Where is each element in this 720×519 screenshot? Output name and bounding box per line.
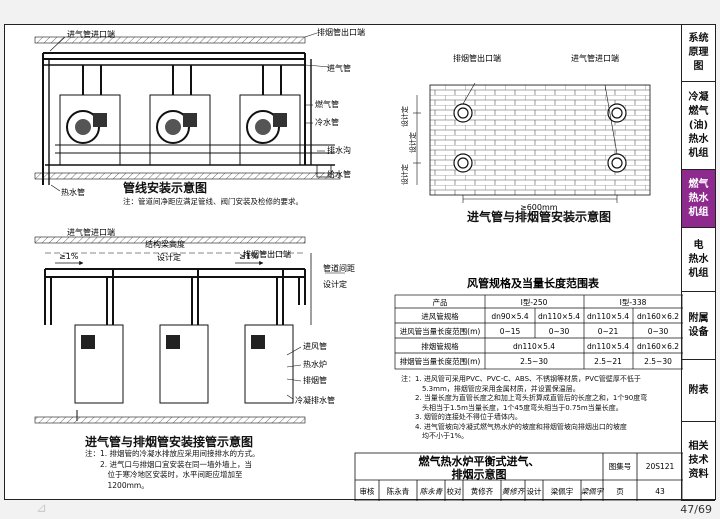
sidebar-tab[interactable]: 电 热水 机组 bbox=[682, 228, 715, 292]
sidebar-tab[interactable]: 附属 设备 bbox=[682, 292, 715, 360]
label-drain: 排水沟 bbox=[327, 145, 351, 155]
row-label: 排烟管当量长度范围(m) bbox=[400, 356, 481, 366]
sidebar-tab-label: 系统 原理 图 bbox=[688, 33, 709, 72]
label-inlet-end-2: 进气管进口端 bbox=[571, 53, 619, 63]
table-cell: dn90×5.4 bbox=[491, 312, 528, 321]
label-supply-water: 给水管 bbox=[327, 169, 351, 179]
drawing-canvas: 进气管进口端 排烟管出口端 进气管 燃气管 冷水管 排水沟 给水管 热水管 bbox=[34, 27, 683, 501]
reviewer-name: 陈永青 bbox=[387, 486, 410, 496]
label-exhaust-out-2: 排烟管出口端 bbox=[453, 53, 501, 63]
reviewer-signature: 陈永青 bbox=[420, 487, 444, 496]
designer-name: 梁佩宇 bbox=[551, 486, 574, 496]
label-exhaust-pipe: 排烟管 bbox=[303, 375, 327, 385]
table-cell: 2.5~30 bbox=[520, 357, 548, 366]
table-cell: dn160×6.2 bbox=[637, 312, 679, 321]
fig3-title: 进气管与排烟管安装接管示意图 bbox=[85, 435, 254, 449]
label-cold-water: 冷水管 bbox=[315, 117, 339, 127]
table-cell: 0~21 bbox=[598, 327, 619, 336]
label-pipe-spacing: 管道间距 bbox=[323, 263, 355, 273]
boiler-unit bbox=[239, 65, 301, 166]
fig2-title: 进气管与排烟管安装示意图 bbox=[467, 210, 612, 224]
page-counter: 47/69 bbox=[680, 503, 712, 516]
page-number: 43 bbox=[655, 487, 665, 496]
table-cell: 0~15 bbox=[500, 327, 521, 336]
section-sidebar: 系统 原理 图冷凝 燃气 (油) 热水 机组燃气 热水 机组电 热水 机组附属 … bbox=[681, 25, 715, 501]
label-inlet-end-3: 进气管进口端 bbox=[67, 227, 115, 237]
fig3-notes: 注：1. 排烟管的冷凝水排放应采用间接排水的方式。 2. 进气口与排烟口宜安装在… bbox=[85, 449, 260, 490]
sidebar-tab[interactable]: 燃气 热水 机组 bbox=[682, 170, 715, 228]
checker-signature: 黄修齐 bbox=[502, 487, 526, 496]
fig1-pipeline-installation: 进气管进口端 排烟管出口端 进气管 燃气管 冷水管 排水沟 给水管 热水管 bbox=[34, 27, 365, 197]
label-inlet-duct: 进风管 bbox=[303, 341, 327, 351]
table-cell: dn110×5.4 bbox=[587, 342, 629, 351]
fig2-wall-openings: 设计定 设计定 设计定 ≥600mm 排烟管出口端 进气管进口端 bbox=[400, 53, 651, 212]
table-cell: dn110×5.4 bbox=[538, 312, 580, 321]
fig1-title: 管线安装示意图 bbox=[123, 181, 208, 195]
sidebar-tab-label: 相关 技术 资料 bbox=[688, 441, 709, 480]
label-beam-height: 结构梁高度 bbox=[145, 239, 185, 249]
label-design: 设计定 bbox=[157, 252, 181, 262]
label-exhaust-out: 排烟管出口端 bbox=[317, 27, 365, 37]
sidebar-tab-label: 电 热水 机组 bbox=[688, 239, 709, 279]
label-design-3: 设计定 bbox=[400, 164, 409, 185]
table-title: 风管规格及当量长度范围表 bbox=[467, 276, 600, 290]
table-cell: 0~30 bbox=[549, 327, 570, 336]
label-design-2: 设计定 bbox=[408, 132, 417, 153]
fig1-note: 注：管道间净距应满足管线、阀门安装及检修的要求。 bbox=[123, 197, 303, 206]
label-slope-1: ≥1% bbox=[59, 252, 79, 261]
sidebar-tab[interactable]: 相关 技术 资料 bbox=[682, 422, 715, 501]
sidebar-tab-label: 燃气 热水 机组 bbox=[688, 178, 709, 218]
label-design-b: 设计定 bbox=[323, 279, 347, 289]
th-product: 产品 bbox=[433, 297, 448, 307]
boiler-unit bbox=[59, 65, 121, 166]
table-cell: 2.5~30 bbox=[644, 357, 672, 366]
sidebar-tab[interactable]: 系统 原理 图 bbox=[682, 25, 715, 82]
drawing-sheet: 进气管进口端 排烟管出口端 进气管 燃气管 冷水管 排水沟 给水管 热水管 bbox=[4, 24, 716, 501]
check-label: 校对 bbox=[447, 486, 462, 496]
boiler-unit bbox=[149, 65, 211, 166]
fig3-connection-diagram: 进气管进口端 结构梁高度 设计定 排烟管出口端 管道间距 设计定 ≥1% ≥1%… bbox=[34, 227, 355, 424]
label-dim-600: ≥600mm bbox=[520, 203, 558, 212]
review-label: 审核 bbox=[360, 486, 375, 496]
heater-unit bbox=[74, 269, 124, 421]
atlas-label: 图集号 bbox=[609, 461, 632, 471]
table-notes: 注：1. 进风管可采用PVC、PVC-C、ABS、不锈钢等材质，PVC管壁厚不低… bbox=[401, 375, 648, 440]
table-cell: 0~30 bbox=[648, 327, 669, 336]
label-hot-water: 热水管 bbox=[61, 187, 85, 197]
row-label: 排烟管规格 bbox=[421, 341, 459, 351]
title-block: 燃气热水炉平衡式进气、 排烟示意图 图集号 20S121 审核 陈永青 陈永青 … bbox=[354, 452, 683, 501]
table-cell: dn110×5.4 bbox=[587, 312, 629, 321]
label-design-1: 设计定 bbox=[400, 106, 409, 127]
design-label: 设计 bbox=[527, 486, 542, 496]
th-type-250: I型-250 bbox=[521, 298, 548, 307]
title-line-2: 排烟示意图 bbox=[452, 467, 507, 481]
label-condensate: 冷凝排水管 bbox=[295, 395, 335, 405]
label-heater: 热水炉 bbox=[303, 359, 327, 369]
checker-name: 黄修齐 bbox=[471, 486, 494, 496]
table-cell: 2.5~21 bbox=[594, 357, 622, 366]
heater-unit bbox=[159, 269, 209, 404]
designer-signature: 梁佩宇 bbox=[581, 487, 605, 496]
page-label: 页 bbox=[616, 487, 624, 496]
label-inlet-end: 进气管进口端 bbox=[67, 29, 115, 39]
title-line-1: 燃气热水炉平衡式进气、 bbox=[418, 454, 540, 468]
table-cell: dn110×5.4 bbox=[513, 342, 555, 351]
table-cell: dn160×6.2 bbox=[637, 342, 679, 351]
row-label: 进风管规格 bbox=[421, 311, 459, 321]
spec-table: 风管规格及当量长度范围表 产品 I型-250 I型-338 进风管规格 dn90… bbox=[394, 276, 683, 370]
sidebar-tab-label: 冷凝 燃气 (油) 热水 机组 bbox=[688, 91, 709, 159]
label-inlet-pipe: 进气管 bbox=[327, 63, 351, 73]
sidebar-tab[interactable]: 附表 bbox=[682, 360, 715, 422]
label-exhaust-out-3: 排烟管出口端 bbox=[243, 249, 291, 259]
row-label: 进风管当量长度范围(m) bbox=[400, 326, 481, 336]
sidebar-tab[interactable]: 冷凝 燃气 (油) 热水 机组 bbox=[682, 82, 715, 170]
heater-unit bbox=[244, 269, 294, 404]
scroll-handle-icon[interactable]: ⊿ bbox=[36, 501, 47, 516]
label-slope-2: ≥1% bbox=[239, 252, 259, 261]
th-type-338: I型-338 bbox=[620, 298, 647, 307]
atlas-number: 20S121 bbox=[646, 462, 675, 471]
label-gas-pipe: 燃气管 bbox=[315, 99, 339, 109]
sidebar-tab-label: 附属 设备 bbox=[688, 312, 709, 338]
sidebar-tab-label: 附表 bbox=[688, 384, 709, 396]
